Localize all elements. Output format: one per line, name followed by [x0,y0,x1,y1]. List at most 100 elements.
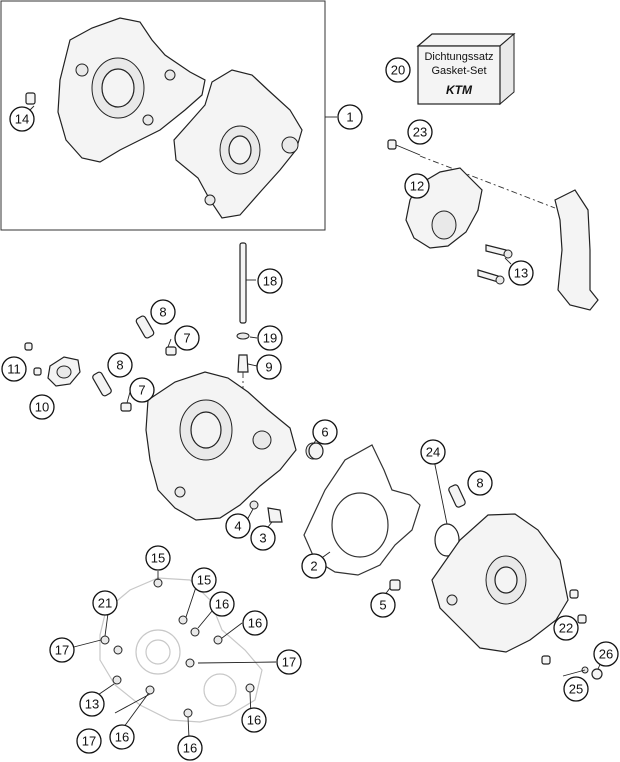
callout-9: 9 [256,354,282,380]
callout-8c: 8 [467,470,493,496]
svg-text:5: 5 [379,598,386,613]
dowel-8c [448,484,466,508]
svg-text:26: 26 [599,647,613,662]
leader-lines [29,105,603,739]
svg-text:8: 8 [476,476,483,491]
svg-text:16: 16 [215,597,229,612]
sleeve-5 [389,579,401,591]
svg-text:16: 16 [248,616,262,631]
bolt-pattern-view [99,577,263,723]
callout-17b: 17 [276,649,302,675]
cover-plate-10-hole [56,365,72,379]
callout-20: 20 [385,57,411,83]
callout-25: 25 [563,676,589,702]
svg-text:3: 3 [259,531,266,546]
crankcase-half-main [145,371,297,521]
svg-text:13: 13 [85,697,99,712]
svg-text:6: 6 [321,425,328,440]
svg-text:24: 24 [426,445,440,460]
svg-text:13: 13 [514,266,528,281]
callout-12: 12 [404,173,430,199]
gasket-box-line1: Dichtungssatz [424,51,493,63]
callout-10: 10 [29,394,55,420]
pin-22b [577,614,587,624]
sleeve-7a [165,346,177,356]
svg-text:23: 23 [413,125,427,140]
pin-22c [541,655,551,665]
callout-14: 14 [9,106,35,132]
fitting-9 [237,354,249,373]
stud-18 [239,242,247,324]
callout-16e: 16 [177,735,203,761]
axis-line-23 [419,155,556,209]
callout-16a: 16 [209,591,235,617]
callout-19: 19 [257,325,283,351]
plug-26 [591,668,603,680]
svg-text:14: 14 [15,112,29,127]
crankcase-assembly-frame [0,0,326,231]
callout-17a: 17 [49,637,75,663]
callout-24: 24 [420,439,446,465]
crankcase-half-right-lower [431,513,569,653]
pin-22a [569,589,579,599]
gasket-set-box: Dichtungssatz Gasket-Set KTM [416,32,516,106]
svg-text:16: 16 [247,713,261,728]
crankcase-half-left-assembly [57,17,206,163]
gasket-box-brand-logo: KTM [446,83,473,97]
svg-text:22: 22 [559,621,573,636]
callout-13b: 13 [79,691,105,717]
svg-text:1: 1 [346,110,353,125]
svg-text:19: 19 [263,331,277,346]
svg-text:17: 17 [55,643,69,658]
callout-11: 11 [1,356,27,382]
gasket-2-bore [331,492,389,558]
callout-16b: 16 [242,610,268,636]
svg-text:21: 21 [98,596,112,611]
curved-guard [554,189,599,311]
crankcase-half-right-assembly [173,69,303,219]
seal-6 [305,442,324,460]
svg-text:7: 7 [138,383,145,398]
callout-1: 1 [337,104,363,130]
callout-26: 26 [593,641,619,667]
svg-text:20: 20 [391,63,405,78]
screws-13-top [477,244,513,285]
callout-22: 22 [553,615,579,641]
callout-2: 2 [301,553,327,579]
callout-8a: 8 [150,299,176,325]
svg-text:8: 8 [159,305,166,320]
svg-text:10: 10 [35,400,49,415]
sleeve-7b [120,402,132,412]
callout-21: 21 [92,590,118,616]
callout-16c: 16 [109,724,135,750]
callout-5: 5 [370,592,396,618]
plug-3-washer-4 [249,500,283,523]
svg-text:16: 16 [183,741,197,756]
svg-text:16: 16 [115,730,129,745]
gasket-box-line2: Gasket-Set [431,65,486,77]
svg-text:17: 17 [282,655,296,670]
screw-11a [24,342,33,351]
svg-text:15: 15 [151,551,165,566]
callout-15b: 15 [191,567,217,593]
svg-text:17: 17 [82,734,96,749]
svg-text:4: 4 [234,519,241,534]
callout-8b: 8 [107,352,133,378]
svg-text:8: 8 [116,358,123,373]
gasket-2 [303,444,421,576]
svg-text:9: 9 [265,360,272,375]
callout-7a: 7 [174,325,200,351]
svg-text:11: 11 [7,362,21,377]
callout-4: 4 [225,513,251,539]
svg-text:2: 2 [310,559,317,574]
dowel-8a [135,315,155,339]
svg-text:12: 12 [410,179,424,194]
callout-18: 18 [257,268,283,294]
callout-13a: 13 [508,260,534,286]
svg-text:25: 25 [569,682,583,697]
callout-16d: 16 [241,707,267,733]
svg-text:18: 18 [263,274,277,289]
callout-23: 23 [407,119,433,145]
callout-15a: 15 [145,545,171,571]
bolt-23 [387,139,421,156]
